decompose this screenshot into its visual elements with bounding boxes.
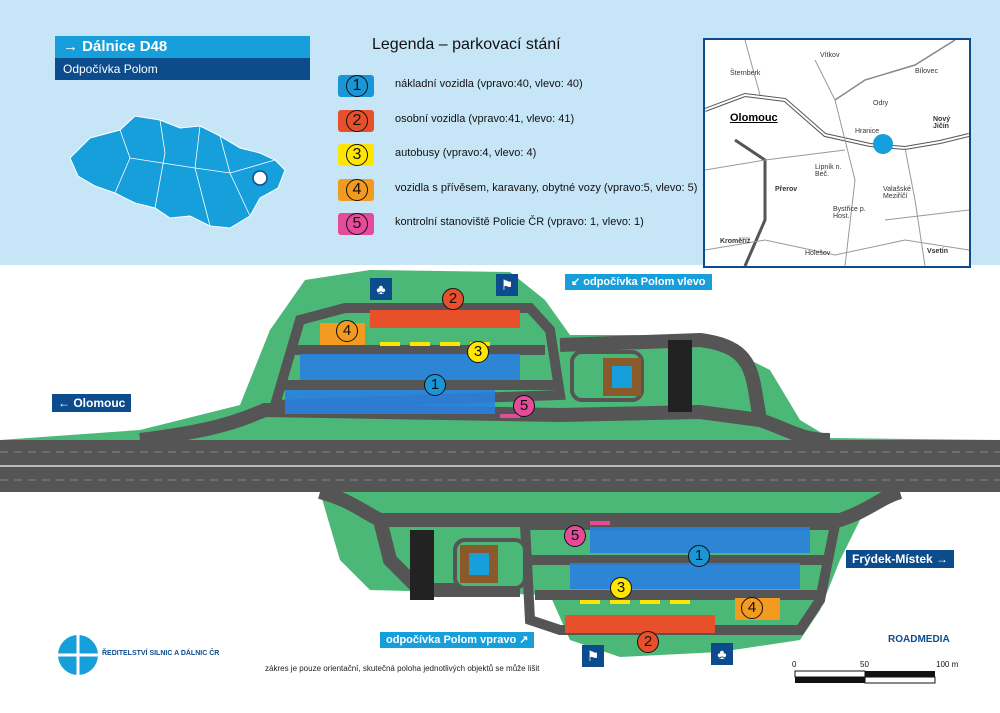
legend-badge: 5 bbox=[338, 213, 374, 235]
marker-trucks-lower: 1 bbox=[688, 545, 710, 567]
location-minimap: Šternberk Vítkov Bílovec Odry Olomouc Hr… bbox=[703, 38, 971, 268]
marker-cars-lower: 2 bbox=[637, 631, 659, 653]
label-rest-right: odpočívka Polom vpravo ↗ bbox=[380, 632, 535, 648]
label-rest-left: ↙ odpočívka Polom vlevo bbox=[565, 274, 712, 290]
title-box: → Dálnice D48 Odpočívka Polom bbox=[55, 36, 310, 80]
highway-title: → Dálnice D48 bbox=[55, 36, 310, 58]
upper-car-stalls bbox=[370, 310, 520, 328]
tree-icon: ♣ bbox=[711, 643, 733, 665]
legend-badge: 3 bbox=[338, 144, 374, 166]
org-name: ŘEDITELSTVÍ SILNIC A DÁLNIC ČR bbox=[102, 650, 220, 657]
legend-badge: 4 bbox=[338, 179, 374, 201]
upper-toll-gate bbox=[668, 340, 692, 412]
marker-trailers-upper: 4 bbox=[336, 320, 358, 342]
brand-logo: ROADMEDIA bbox=[888, 634, 950, 645]
legend-title: Legenda – parkovací stání bbox=[372, 36, 561, 53]
marker-police-lower: 5 bbox=[564, 525, 586, 547]
direction-olomouc: ← Olomouc bbox=[52, 394, 132, 412]
scale-label-50: 50 bbox=[860, 660, 869, 669]
direction-frydek-mistek: Frýdek-Místek → bbox=[846, 550, 955, 568]
minimap-roads bbox=[705, 40, 969, 266]
marker-police-upper: 5 bbox=[513, 395, 535, 417]
playground-icon: ⚑ bbox=[496, 274, 518, 296]
scale-label-0: 0 bbox=[792, 660, 797, 669]
scale-bar bbox=[794, 670, 936, 684]
marker-buses-upper: 3 bbox=[467, 341, 489, 363]
rest-area-title: Odpočívka Polom bbox=[55, 58, 310, 80]
disclaimer-note: zákres je pouze orientační, skutečná pol… bbox=[265, 664, 540, 673]
lower-police-stall bbox=[590, 521, 610, 525]
scale-label-100: 100 m bbox=[936, 660, 959, 669]
legend-badge: 2 bbox=[338, 110, 374, 132]
rsd-logo bbox=[58, 635, 98, 675]
playground-icon: ⚑ bbox=[582, 645, 604, 667]
lower-car-stalls bbox=[565, 615, 715, 633]
marker-trailers-lower: 4 bbox=[741, 597, 763, 619]
legend-badge: 1 bbox=[338, 75, 374, 97]
marker-cars-upper: 2 bbox=[442, 288, 464, 310]
tree-icon: ♣ bbox=[370, 278, 392, 300]
lower-bus-stalls bbox=[580, 600, 690, 604]
lower-toll-gate bbox=[410, 530, 434, 600]
upper-police-stall bbox=[500, 414, 520, 418]
czech-map bbox=[69, 115, 286, 229]
marker-buses-lower: 3 bbox=[610, 577, 632, 599]
marker-trucks-upper: 1 bbox=[424, 374, 446, 396]
arrow-right-icon: → bbox=[63, 38, 83, 55]
